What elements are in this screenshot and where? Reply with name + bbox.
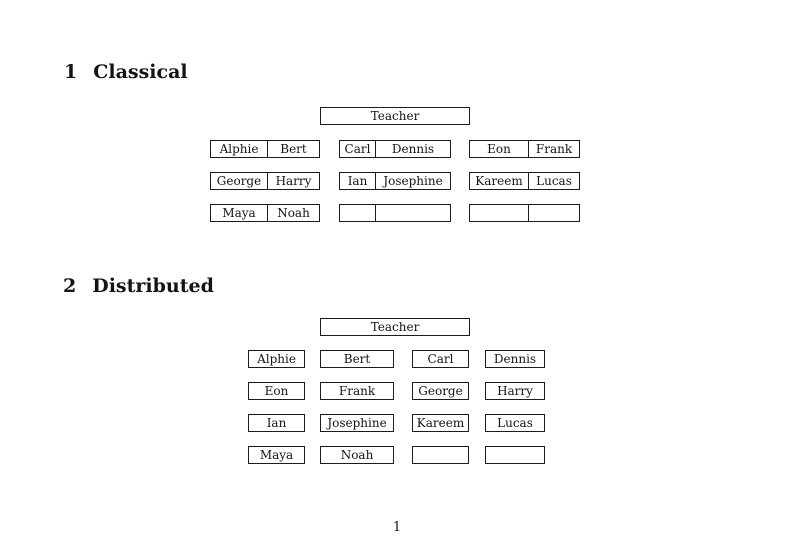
name-box: Ian — [248, 414, 305, 432]
section-number: 2 — [63, 275, 77, 297]
name-box-empty — [412, 446, 469, 464]
name-label: Kareem — [416, 416, 465, 430]
name-box: Carl — [412, 350, 469, 368]
pair-box: Kareem Lucas — [469, 172, 580, 190]
name-label: Frank — [338, 384, 376, 398]
name-box: George — [412, 382, 469, 400]
name-box: Noah — [320, 446, 394, 464]
name-label: Josephine — [327, 416, 387, 430]
name-cell: Dennis — [391, 142, 435, 156]
name-label: Carl — [427, 352, 454, 366]
name-box-empty — [485, 446, 545, 464]
name-cell — [340, 205, 376, 221]
name-box: Eon — [248, 382, 305, 400]
name-box: Frank — [320, 382, 394, 400]
teacher-label: Teacher — [370, 320, 420, 334]
name-label: Maya — [259, 448, 294, 462]
name-cell: Ian — [340, 173, 376, 189]
name-cell — [470, 205, 529, 221]
name-cell: Noah — [277, 206, 310, 220]
teacher-box: Teacher — [320, 318, 470, 336]
pair-box: Maya Noah — [210, 204, 320, 222]
name-label: Ian — [266, 416, 287, 430]
name-label: George — [418, 384, 463, 398]
name-cell: Eon — [470, 141, 529, 157]
name-label: Alphie — [257, 352, 296, 366]
pair-box: George Harry — [210, 172, 320, 190]
teacher-label: Teacher — [370, 109, 420, 123]
pair-box: Alphie Bert — [210, 140, 320, 158]
name-cell — [376, 205, 450, 221]
name-box: Lucas — [485, 414, 545, 432]
name-cell: Alphie — [211, 141, 268, 157]
name-label: Bert — [343, 352, 371, 366]
name-cell — [529, 205, 579, 221]
page-number: 1 — [392, 520, 402, 535]
name-label: Noah — [340, 448, 374, 462]
name-label: Lucas — [497, 416, 533, 430]
name-cell: Kareem — [470, 173, 529, 189]
name-box: Kareem — [412, 414, 469, 432]
name-cell: Lucas — [536, 174, 572, 188]
name-cell: Frank — [535, 142, 573, 156]
teacher-box: Teacher — [320, 107, 470, 125]
name-box: Harry — [485, 382, 545, 400]
pair-box-empty — [339, 204, 451, 222]
name-box: Maya — [248, 446, 305, 464]
name-box: Alphie — [248, 350, 305, 368]
pair-box-empty — [469, 204, 580, 222]
name-label: Harry — [497, 384, 533, 398]
name-box: Dennis — [485, 350, 545, 368]
name-cell: Josephine — [383, 174, 443, 188]
section-heading-classical: 1 Classical — [64, 62, 188, 83]
name-label: Eon — [264, 384, 289, 398]
section-title: Distributed — [92, 275, 214, 297]
pair-box: Carl Dennis — [339, 140, 451, 158]
name-cell: Carl — [340, 141, 376, 157]
name-cell: George — [211, 173, 268, 189]
name-label: Dennis — [493, 352, 537, 366]
name-cell: Bert — [280, 142, 307, 156]
pair-box: Eon Frank — [469, 140, 580, 158]
section-number: 1 — [64, 61, 78, 83]
name-cell: Harry — [275, 174, 312, 188]
name-box: Josephine — [320, 414, 394, 432]
name-box: Bert — [320, 350, 394, 368]
section-title: Classical — [93, 61, 188, 83]
section-heading-distributed: 2 Distributed — [63, 276, 214, 297]
name-cell: Maya — [211, 205, 268, 221]
pair-box: Ian Josephine — [339, 172, 451, 190]
